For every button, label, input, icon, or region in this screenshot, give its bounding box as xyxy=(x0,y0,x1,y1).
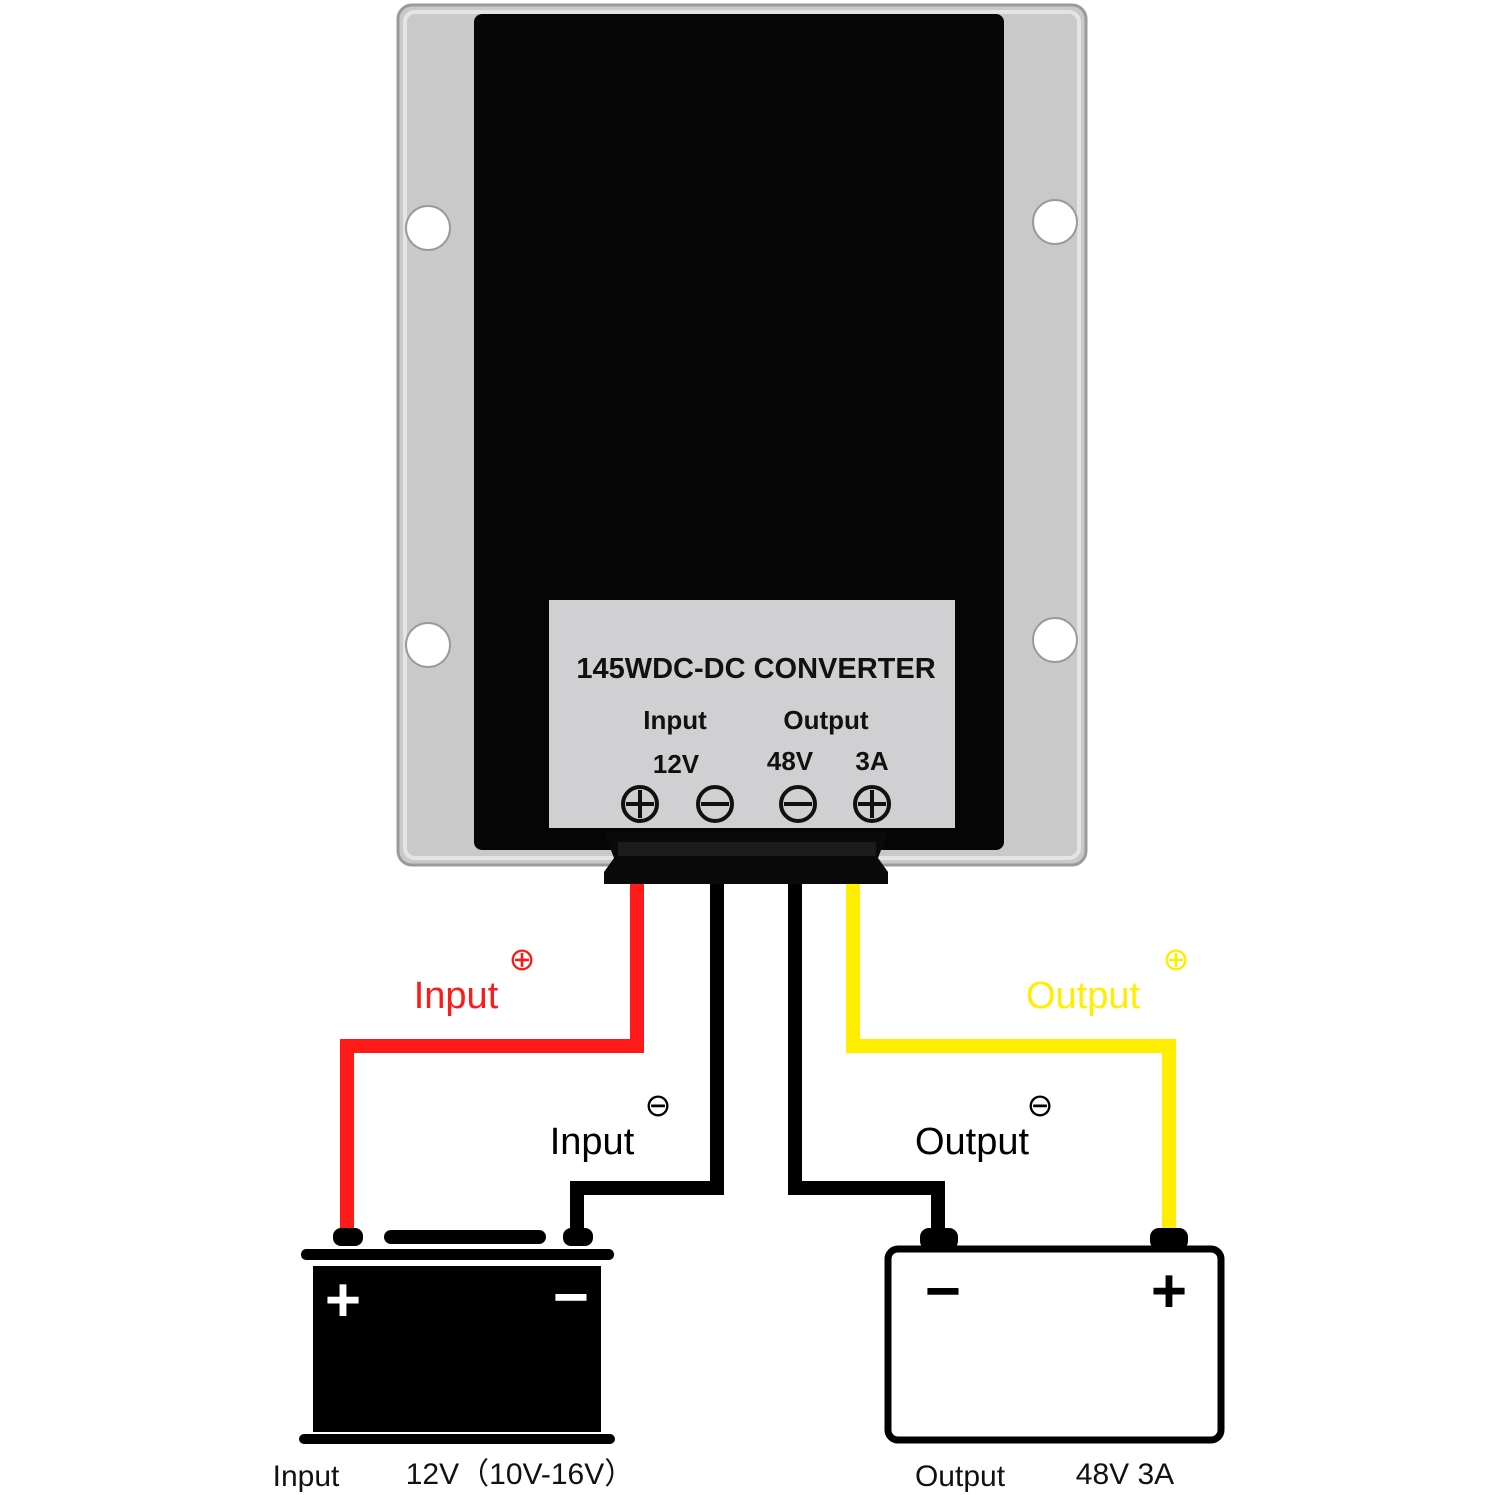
output-negative-label: Output xyxy=(915,1121,1030,1163)
output-positive-label: Output xyxy=(1026,975,1141,1017)
terminal-input-positive-symbol xyxy=(621,785,659,823)
wire-input-positive xyxy=(340,884,644,1230)
input-battery-bar xyxy=(384,1230,546,1244)
captions: Input 12V（10V-16V） Output 48V 3A xyxy=(273,1458,1175,1493)
output-battery-minus-sign: − xyxy=(925,1257,961,1326)
grommet-ridge xyxy=(618,842,876,856)
output-battery-positive-post xyxy=(1150,1228,1188,1250)
input-battery-base xyxy=(299,1434,615,1444)
input-positive-label: Input xyxy=(414,975,499,1017)
wire-input-negative xyxy=(570,884,724,1230)
label-plate xyxy=(549,600,955,828)
label-output-current: 3A xyxy=(855,746,888,776)
output-positive-polarity: ⊕ xyxy=(1163,941,1190,977)
input-battery-caption-value: 12V（10V-16V） xyxy=(406,1458,634,1491)
mounting-hole-bottom-left xyxy=(405,622,451,668)
output-battery-body xyxy=(884,1245,1225,1444)
input-battery: + − xyxy=(299,1228,615,1444)
input-negative-label: Input xyxy=(550,1121,635,1163)
label-output: Output xyxy=(783,705,869,735)
output-battery-caption-label: Output xyxy=(915,1460,1006,1493)
terminal-output-negative-symbol xyxy=(779,785,817,823)
input-battery-minus-sign: − xyxy=(553,1263,589,1332)
terminal-input-negative-symbol xyxy=(696,785,734,823)
wire-output-positive xyxy=(846,884,1176,1230)
input-battery-negative-post xyxy=(563,1228,593,1246)
input-battery-lid xyxy=(301,1249,614,1260)
converter: 145WDC-DC CONVERTER Input Output 12V 48V… xyxy=(396,3,1088,884)
input-battery-positive-post xyxy=(333,1228,363,1246)
input-negative-polarity: ⊖ xyxy=(645,1087,672,1123)
input-battery-plus-sign: + xyxy=(325,1266,361,1335)
input-battery-caption-label: Input xyxy=(273,1460,340,1493)
output-battery: − + xyxy=(884,1228,1225,1444)
output-negative-polarity: ⊖ xyxy=(1027,1087,1054,1123)
output-battery-negative-post xyxy=(920,1228,958,1250)
wire-output-negative xyxy=(788,884,945,1230)
wire-labels: Input ⊕ Input ⊖ Output ⊖ Output ⊕ xyxy=(414,941,1190,1163)
label-input-voltage: 12V xyxy=(653,749,700,779)
input-battery-body xyxy=(313,1266,601,1432)
output-battery-caption-value: 48V 3A xyxy=(1076,1458,1174,1491)
converter-title: 145WDC-DC CONVERTER xyxy=(576,653,935,685)
mounting-hole-top-right xyxy=(1032,199,1078,245)
terminal-output-positive-symbol xyxy=(853,785,891,823)
input-positive-polarity: ⊕ xyxy=(509,941,536,977)
cable-grommet xyxy=(604,832,888,884)
mounting-hole-bottom-right xyxy=(1032,617,1078,663)
output-battery-plus-sign: + xyxy=(1151,1257,1187,1326)
label-output-voltage: 48V xyxy=(767,746,814,776)
mounting-hole-top-left xyxy=(405,205,451,251)
label-input: Input xyxy=(643,705,707,735)
wires xyxy=(340,884,1176,1230)
